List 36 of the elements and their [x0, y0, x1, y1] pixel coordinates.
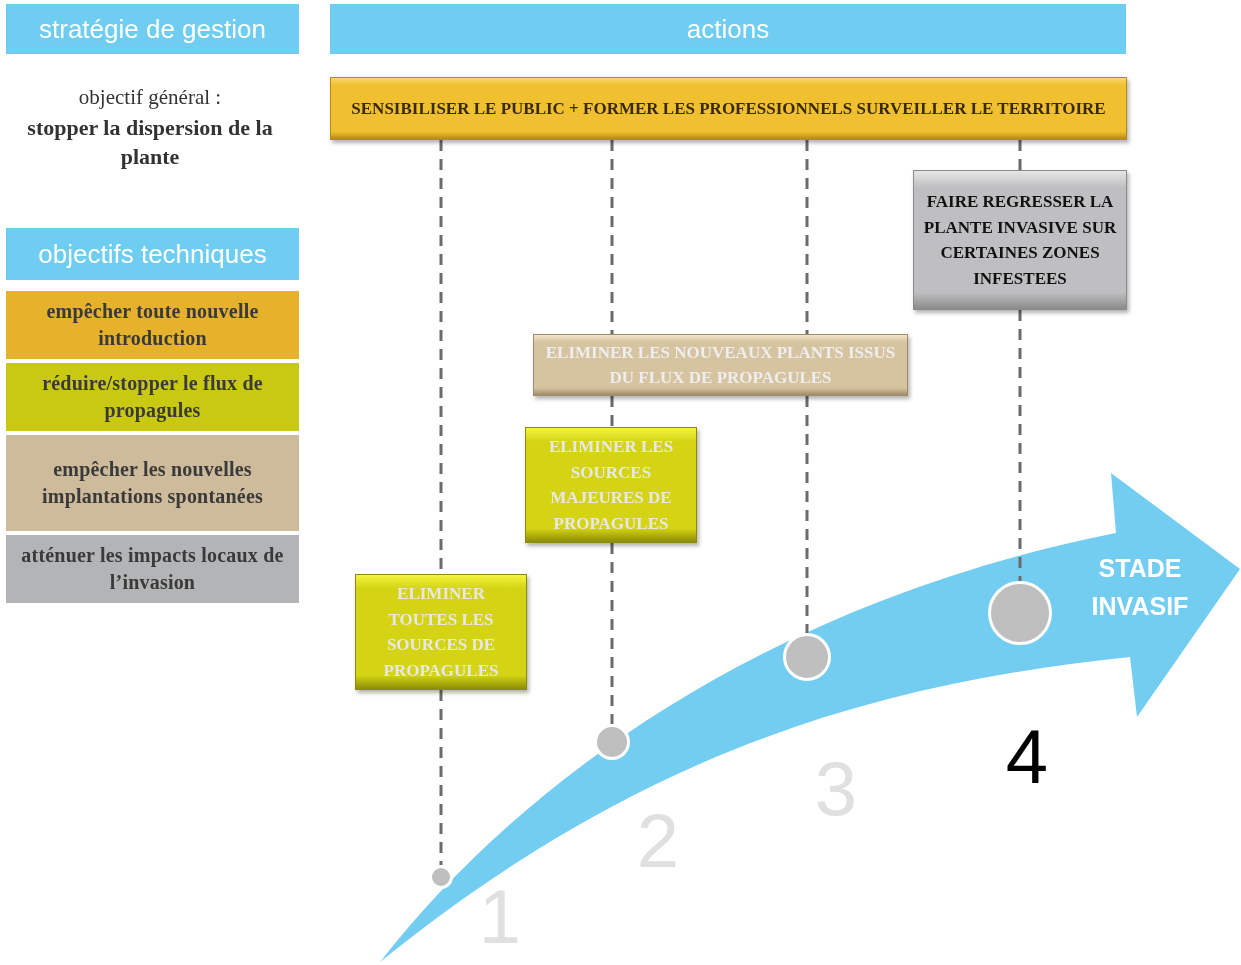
- action-text: SENSIBILISER LE PUBLIC + FORMER LES PROFESSIONNELS SURVEILLER LE TERRITOIRE: [351, 97, 1106, 120]
- action-text: ELIMINER TOUTES LES SOURCES DE PROPAGULES: [382, 583, 500, 682]
- objective-text: empêcher les nouvelles implantations spontanées: [41, 457, 264, 510]
- dashed-line: [1018, 310, 1022, 581]
- stage-number: 4: [1004, 713, 1050, 801]
- header-band: [330, 4, 1126, 54]
- goal-text: objectif général :: [77, 84, 223, 111]
- dashed-line: [439, 690, 443, 865]
- dashed-line: [1018, 140, 1022, 170]
- action-box: [355, 574, 527, 690]
- stage-label: STADE INVASIF: [1090, 553, 1190, 622]
- action-box: [533, 334, 908, 396]
- action-box: [330, 77, 1127, 140]
- action-box: [913, 170, 1127, 310]
- objective-text: réduire/stopper le flux de propagules: [41, 371, 264, 424]
- action-text: ELIMINER LES NOUVEAUX PLANTS ISSUS DU FLUX DE PROPAGULES: [544, 341, 897, 389]
- objective-box: [6, 291, 299, 359]
- action-text: FAIRE REGRESSER LA PLANTE INVASIVE SUR CERTAINES ZONES INFESTEES: [922, 191, 1118, 290]
- header-text: actions: [686, 13, 770, 45]
- header-band: [6, 228, 299, 280]
- objective-box: [6, 435, 299, 531]
- objective-text: empêcher toute nouvelle introduction: [45, 299, 260, 351]
- header-text: stratégie de gestion: [39, 13, 266, 45]
- objective-text: atténuer les impacts locaux de l’invasion: [20, 543, 285, 595]
- action-box: [525, 427, 697, 543]
- goal-text: stopper la dispersion de la plante: [26, 114, 274, 171]
- dashed-line: [805, 396, 809, 633]
- dashed-line: [610, 396, 614, 427]
- objective-box: [6, 535, 299, 603]
- dashed-line: [805, 140, 809, 334]
- header-text: objectifs techniques: [38, 238, 267, 270]
- objective-box: [6, 363, 299, 431]
- dashed-line: [610, 543, 614, 724]
- dashed-line: [610, 140, 614, 334]
- action-text: ELIMINER LES SOURCES MAJEURES DE PROPAGULES: [547, 436, 675, 535]
- header-band: [6, 4, 299, 54]
